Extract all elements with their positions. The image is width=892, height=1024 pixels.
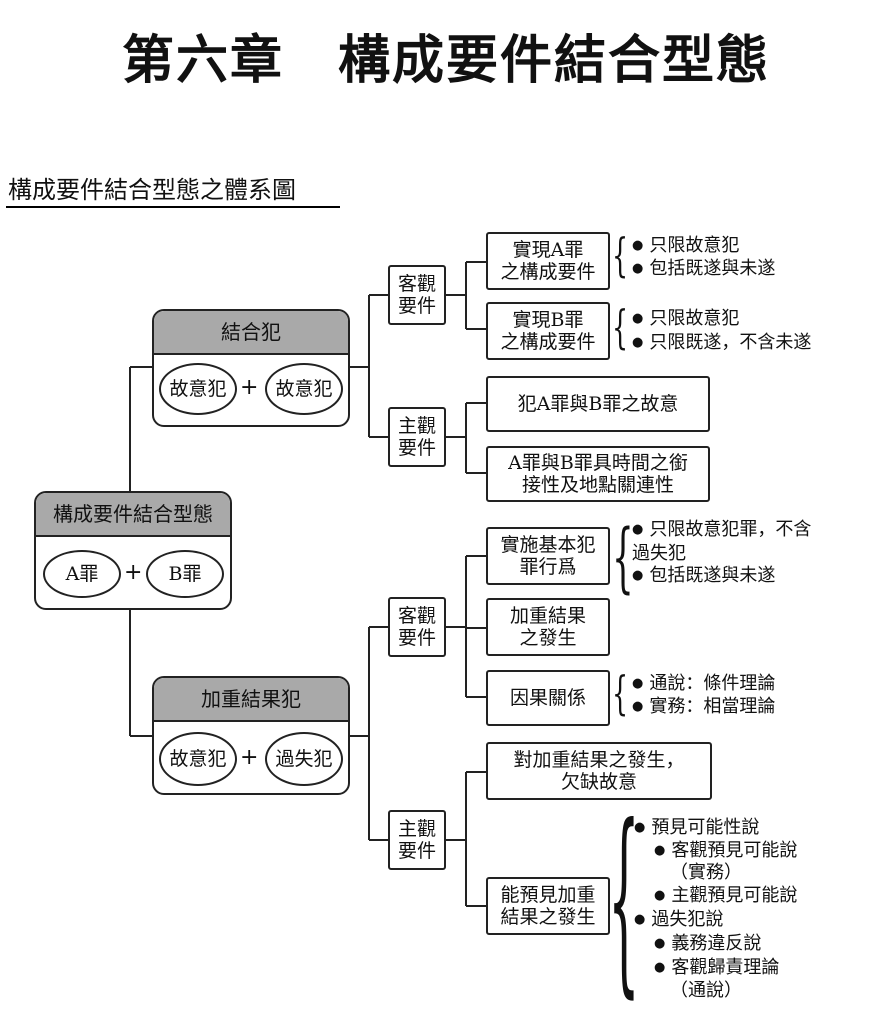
combined-subjective-label: 主觀 要件: [388, 407, 446, 467]
aggravated-objective-item-result: 加重結果 之發生: [486, 598, 610, 656]
combined-subjective-item-intent: 犯A罪與B罪之故意: [486, 376, 710, 432]
aggravated-subjective-item-no-intent: 對加重結果之發生， 欠缺故意: [486, 742, 712, 800]
theory-item: 預見可能性說: [634, 817, 759, 841]
combined-offense-title: 結合犯: [154, 311, 348, 355]
aggravated-subjective-label: 主觀 要件: [388, 810, 446, 870]
aggravated-subjective-item-foreseeability: 能預見加重 結果之發生: [486, 877, 610, 935]
combined-right-ellipse: 故意犯: [265, 363, 343, 415]
note-item: 實務：相當理論: [632, 696, 775, 720]
note-item: 只限故意犯罪，不含 過失犯: [632, 519, 811, 565]
aggravated-objective-item-causation: 因果關係: [486, 670, 610, 726]
combined-plus-sign: +: [240, 375, 259, 400]
diagram-title-underline: [6, 206, 340, 208]
note-item: 只限故意犯: [632, 235, 739, 259]
note-item: 包括既遂與未遂: [632, 258, 775, 282]
note-item: 只限既遂，不含未遂: [632, 332, 811, 356]
aggravated-plus-sign: +: [240, 745, 259, 770]
theory-item: 過失犯說: [634, 909, 723, 933]
brace-icon: {: [612, 228, 629, 282]
aggravated-objective-item-basic-crime: 實施基本犯 罪行爲: [486, 527, 610, 585]
root-right-ellipse: B罪: [146, 550, 224, 598]
combined-left-ellipse: 故意犯: [159, 363, 237, 415]
brace-icon: {: [612, 666, 629, 720]
root-left-ellipse: A罪: [43, 550, 121, 598]
theory-item: 客觀預見可能說: [654, 840, 797, 864]
theory-item: 客觀歸責理論: [654, 957, 779, 981]
root-card-title: 構成要件結合型態: [36, 493, 230, 537]
combined-objective-item-b: 實現B罪 之構成要件: [486, 302, 610, 360]
theory-item: 主觀預見可能說: [654, 885, 797, 909]
aggravated-right-ellipse: 過失犯: [265, 732, 343, 786]
combined-objective-label: 客觀 要件: [388, 265, 446, 325]
root-card: 構成要件結合型態: [34, 491, 232, 610]
root-plus-sign: +: [124, 560, 143, 585]
combined-objective-item-a: 實現A罪 之構成要件: [486, 232, 610, 290]
note-item: 包括既遂與未遂: [632, 565, 775, 589]
combined-subjective-item-connection: A罪與B罪具時間之銜 接性及地點關連性: [486, 446, 710, 502]
brace-icon: {: [612, 300, 629, 354]
chapter-title: 第六章 構成要件結合型態: [121, 30, 770, 91]
theory-item: （實務）: [670, 862, 742, 883]
note-item: 通說：條件理論: [632, 673, 775, 697]
note-item: 只限故意犯: [632, 308, 739, 332]
aggravated-offense-title: 加重結果犯: [154, 678, 348, 722]
brace-icon: {: [612, 512, 634, 601]
diagram-title: 構成要件結合型態之體系圖: [8, 176, 296, 204]
theory-item: 義務違反說: [654, 933, 761, 957]
aggravated-left-ellipse: 故意犯: [159, 732, 237, 786]
aggravated-objective-label: 客觀 要件: [388, 597, 446, 657]
theory-item: （通說）: [670, 980, 742, 1001]
